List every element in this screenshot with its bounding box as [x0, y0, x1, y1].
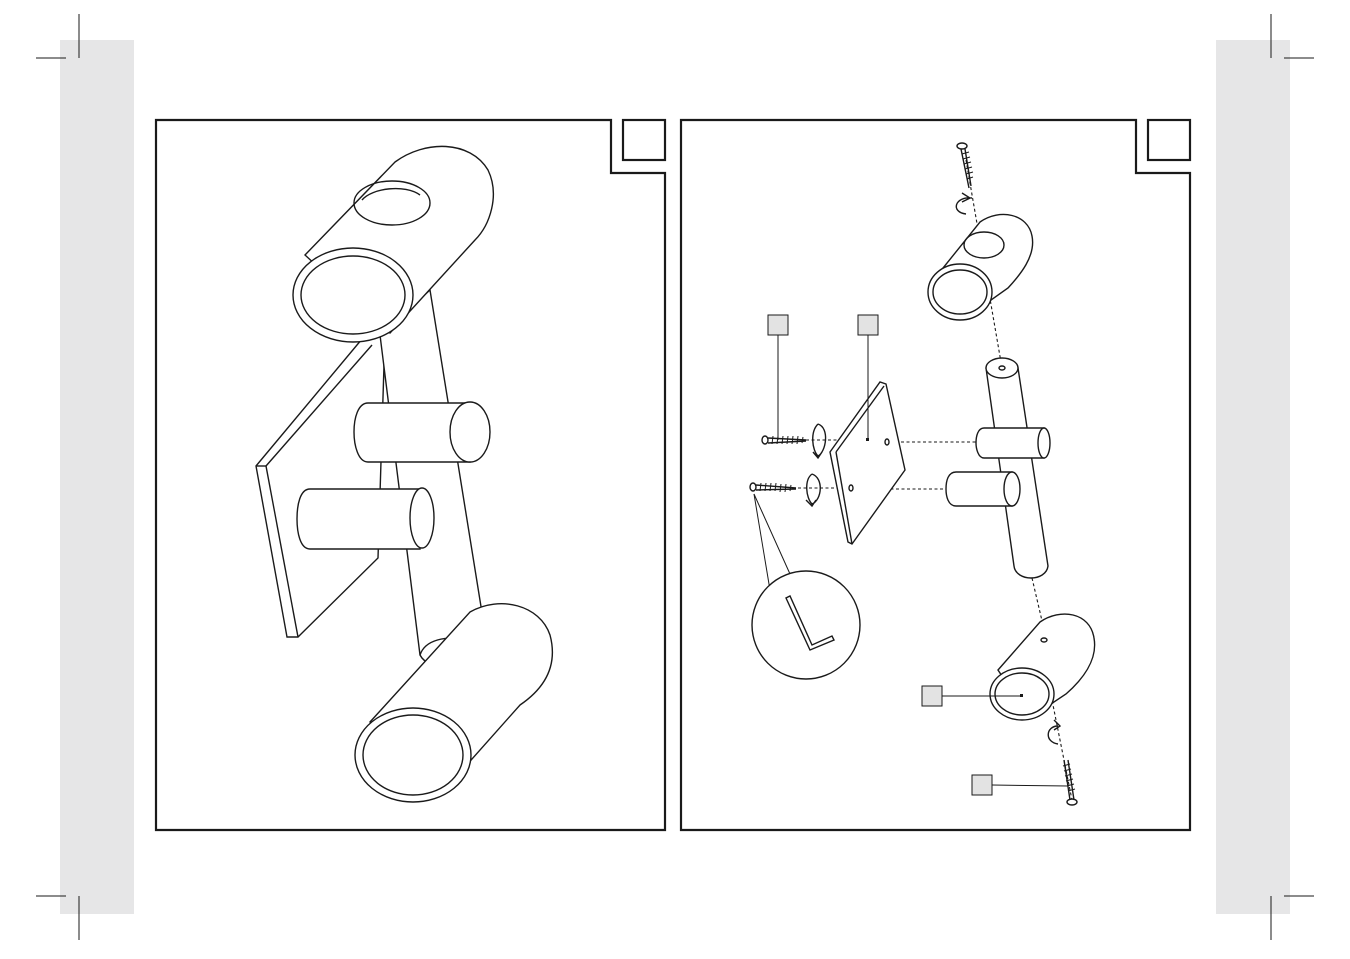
part-callout-screw — [768, 315, 788, 440]
lower-standoff-exploded — [946, 472, 1020, 506]
panel-frame-right — [681, 120, 1190, 830]
crop-marks — [36, 14, 1314, 940]
left-margin-band — [60, 40, 134, 914]
top-cylinder — [293, 146, 493, 342]
plate-screw-lower — [750, 483, 796, 492]
bottom-cylinder — [355, 604, 552, 802]
plate-screw-upper — [762, 436, 806, 444]
lower-standoff — [297, 488, 434, 549]
top-screw — [957, 143, 973, 188]
rotation-arrow-top — [956, 193, 972, 214]
rotation-arrow-lower — [806, 474, 820, 506]
upper-standoff-exploded — [976, 428, 1050, 458]
right-margin-band — [1216, 40, 1290, 914]
bottom-screw — [1063, 760, 1077, 805]
rod-exploded — [986, 358, 1048, 578]
bottom-cylinder-exploded — [990, 614, 1095, 720]
mounting-plate — [256, 333, 385, 637]
panel-assembled — [156, 120, 665, 830]
rotation-arrow-upper — [813, 424, 826, 458]
rotation-arrow-bottom — [1048, 720, 1060, 744]
upper-standoff — [354, 402, 490, 462]
step-number-box-left — [623, 120, 665, 160]
panel-exploded — [681, 120, 1190, 830]
top-cylinder-exploded — [928, 214, 1033, 320]
step-number-box-right — [1148, 120, 1190, 160]
part-callout-bottom-screw — [972, 775, 1068, 795]
